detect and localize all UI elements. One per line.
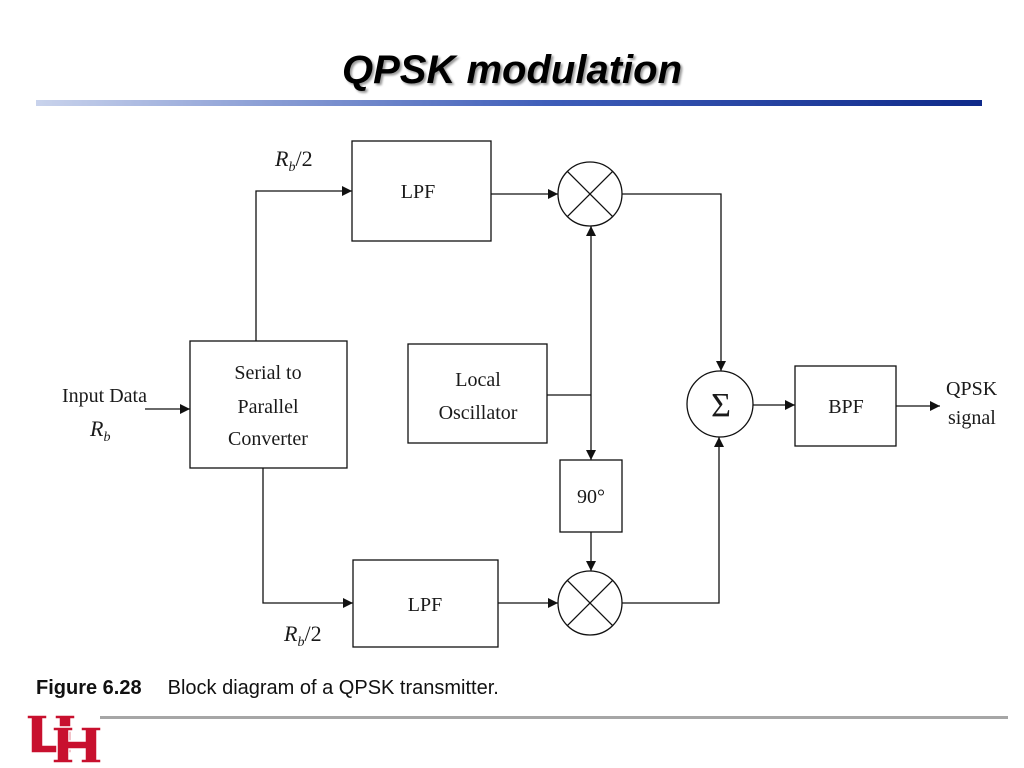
summer-symbol: Σ [711, 387, 731, 424]
figure-caption: Figure 6.28 Block diagram of a QPSK trans… [36, 677, 499, 700]
upper-branch-wire [255, 186, 352, 341]
output-label-line-2: signal [948, 407, 996, 429]
lpf-upper-label: LPF [401, 181, 435, 203]
mixer-lower [557, 570, 623, 636]
mixer-upper [557, 161, 623, 227]
input-data-label: Input Data [62, 385, 147, 407]
footer-rule [100, 716, 1008, 719]
bpf-label: BPF [828, 396, 864, 418]
serial-to-parallel-label-line-2: Parallel [237, 396, 299, 418]
phase-shift-label: 90° [577, 486, 605, 508]
summer-circle [686, 370, 754, 438]
serial-to-parallel-label-line-1: Serial to [234, 362, 301, 384]
serial-to-parallel-block [189, 340, 348, 469]
lpf-upper-block [351, 140, 492, 242]
upper-rate-label: Rb/2 [274, 146, 313, 175]
serial-to-parallel-label-line-3: Converter [228, 428, 308, 450]
local-oscillator-block [407, 343, 548, 444]
slide-title: QPSK modulation [342, 48, 682, 92]
input-rate-label: Rb [89, 416, 110, 445]
lower-branch-wire [262, 468, 353, 608]
local-oscillator-label-line-1: Local [455, 369, 501, 391]
title-underline [36, 100, 982, 106]
local-oscillator-label-line-2: Oscillator [439, 402, 518, 424]
uh-logo [26, 714, 102, 764]
mixer-lower-to-summer-wire [622, 437, 724, 604]
lpf-lower-label: LPF [408, 594, 442, 616]
output-label-line-1: QPSK [946, 378, 998, 400]
lower-rate-label: Rb/2 [283, 621, 322, 650]
mixer-upper-to-summer-wire [622, 193, 726, 371]
figure-caption-text: Block diagram of a QPSK transmitter. [167, 677, 499, 699]
figure-number: Figure 6.28 [36, 677, 142, 699]
